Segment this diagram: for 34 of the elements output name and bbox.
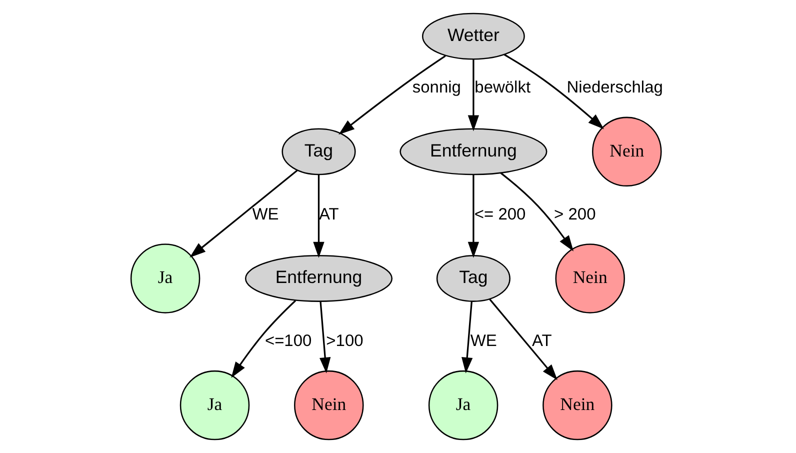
arrow xyxy=(489,298,558,380)
node-circle: Nein xyxy=(555,244,625,314)
edge-label: Niederschlag xyxy=(566,78,663,97)
node-circle: Nein xyxy=(294,370,364,440)
edge-label: WE xyxy=(252,205,279,224)
node-ellipse: Tag xyxy=(436,255,510,302)
edge-label: > 200 xyxy=(554,205,596,224)
edge-label: bewölkt xyxy=(474,78,531,97)
arrow xyxy=(338,55,446,135)
arrow xyxy=(468,174,480,258)
edge-label: AT xyxy=(532,332,552,350)
edge-label: <= 200 xyxy=(474,205,526,224)
node-ellipse: Tag xyxy=(282,128,356,176)
arrow xyxy=(231,300,296,378)
arrow xyxy=(320,301,331,374)
arrow xyxy=(500,172,574,252)
node-circle: Ja xyxy=(130,244,200,314)
arrow xyxy=(190,170,298,258)
node-ellipse: Entfernung xyxy=(244,255,393,302)
arrow xyxy=(313,174,324,258)
arrow xyxy=(468,59,480,132)
node-circle: Nein xyxy=(592,116,662,187)
node-ellipse: Entfernung xyxy=(400,128,548,176)
edge-label: >100 xyxy=(326,332,364,350)
node-ellipse: Wetter xyxy=(422,12,525,60)
node-circle: Ja xyxy=(180,370,250,440)
edge-label: WE xyxy=(470,332,497,350)
edge-label: AT xyxy=(318,205,339,224)
arrow xyxy=(504,54,604,130)
edge-label: <=100 xyxy=(264,332,312,350)
edge-label: sonnig xyxy=(412,78,461,97)
node-circle: Nein xyxy=(542,370,612,440)
arrow xyxy=(462,301,473,374)
node-circle: Ja xyxy=(428,370,498,440)
